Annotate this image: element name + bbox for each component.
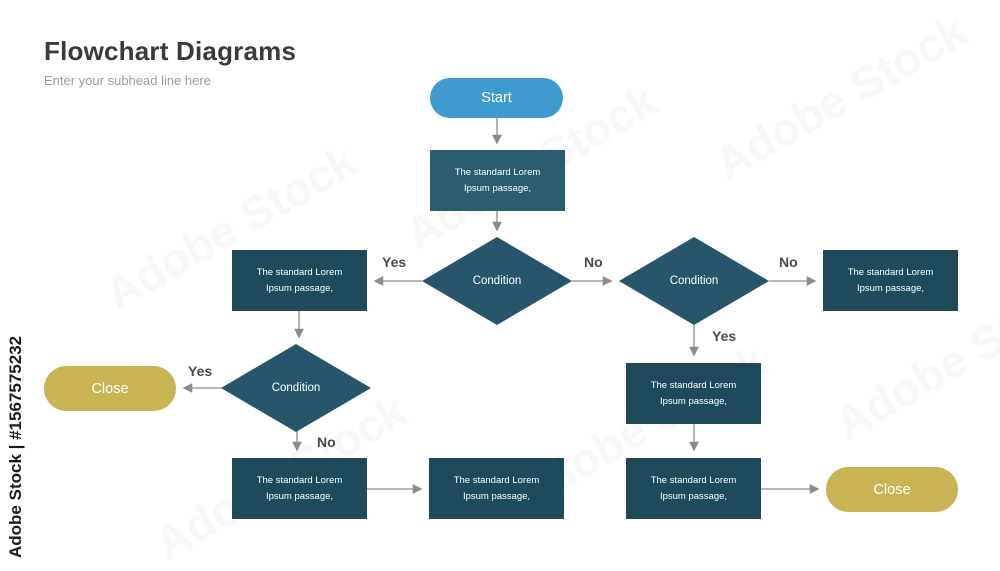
page-title: Flowchart Diagrams — [44, 36, 297, 66]
edge-label-yes: Yes — [382, 254, 407, 270]
page-subhead: Enter your subhead line here — [44, 73, 211, 88]
edge-label-no: No — [584, 254, 603, 270]
start-node: Start — [430, 78, 563, 118]
process-node: The standard Lorem Ipsum passage, — [232, 250, 367, 311]
process-node: The standard Lorem Ipsum passage, — [823, 250, 958, 311]
edge-label-yes: Yes — [712, 328, 737, 344]
stock-id-watermark: Adobe Stock | #1567575232 — [6, 335, 25, 558]
edge-label-no: No — [317, 434, 336, 450]
process-node: The standard Lorem Ipsum passage, — [430, 150, 565, 211]
edge-label-no: No — [779, 254, 798, 270]
process-node: The standard Lorem Ipsum passage, — [232, 458, 367, 519]
close-node-left: Close — [44, 366, 176, 411]
process-node: The standard Lorem Ipsum passage, — [626, 363, 761, 424]
edge-label-yes: Yes — [188, 363, 213, 379]
process-node: The standard Lorem Ipsum passage, — [429, 458, 564, 519]
close-node-right: Close — [826, 467, 958, 512]
process-node: The standard Lorem Ipsum passage, — [626, 458, 761, 519]
